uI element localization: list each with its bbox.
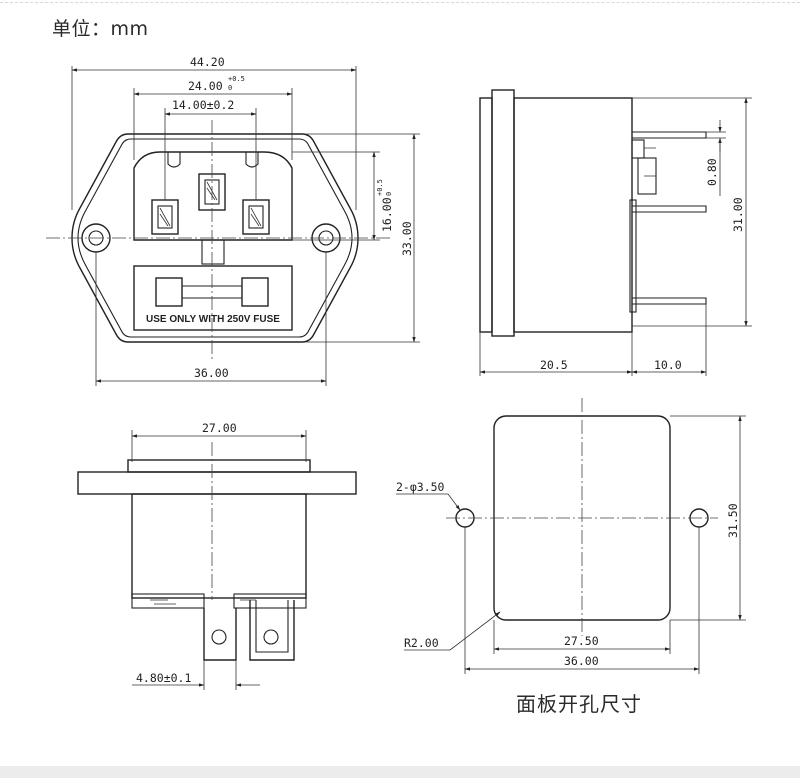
dim-inlet-height: 16.00 bbox=[380, 197, 394, 232]
dim-cutout-height: 31.50 bbox=[726, 503, 740, 538]
dim-cutout-holes: 2-φ3.50 bbox=[396, 480, 445, 494]
unit-label: 单位：mm bbox=[52, 18, 149, 40]
bottom-view: 27.00 4.80±0.1 bbox=[77, 421, 357, 690]
side-terminal-bottom bbox=[632, 297, 707, 305]
bottom-body bbox=[131, 493, 307, 599]
dim-cutout-opening-width: 27.50 bbox=[564, 634, 599, 648]
dim-bottom-body-width: 27.00 bbox=[202, 421, 237, 435]
dim-body-width: 36.00 bbox=[194, 366, 229, 380]
fuse-label: USE ONLY WITH 250V FUSE bbox=[146, 314, 280, 325]
front-view: USE ONLY WITH 250V FUSE 44.20 24.00 +0.5… bbox=[46, 55, 420, 386]
bottom-terminal-left bbox=[203, 608, 237, 661]
dim-pin-spacing: 14.00±0.2 bbox=[172, 98, 234, 112]
dim-cutout-hole-spacing: 36.00 bbox=[564, 654, 599, 668]
front-flange-outline bbox=[71, 133, 359, 343]
dim-body-depth: 20.5 bbox=[540, 358, 568, 372]
svg-text:+0.5: +0.5 bbox=[228, 75, 245, 83]
dim-side-height: 31.00 bbox=[731, 197, 745, 232]
dim-terminal-width: 4.80±0.1 bbox=[136, 671, 191, 685]
inlet-pin-right bbox=[242, 199, 270, 235]
inlet-pin-left bbox=[151, 199, 179, 235]
top-divider bbox=[0, 2, 800, 3]
svg-text:+0.5: +0.5 bbox=[376, 179, 384, 196]
bottom-band bbox=[0, 766, 800, 778]
side-view: 0.80 31.00 20.5 10.0 bbox=[479, 89, 752, 376]
side-flange bbox=[491, 89, 515, 337]
panel-cutout-caption: 面板开孔尺寸 bbox=[516, 692, 642, 716]
side-body bbox=[513, 97, 633, 333]
svg-text:0: 0 bbox=[228, 84, 232, 92]
panel-cutout: 2-φ3.50 31.50 R2.00 27.50 36.00 bbox=[396, 398, 746, 674]
bottom-flange bbox=[77, 471, 357, 495]
fuse-drawer bbox=[133, 265, 293, 331]
bottom-terminal-right bbox=[249, 600, 295, 661]
dim-terminal-thickness: 0.80 bbox=[705, 158, 719, 186]
side-terminal-mid bbox=[632, 205, 707, 213]
dim-inlet-width: 24.00 bbox=[188, 79, 223, 93]
dim-terminal-length: 10.0 bbox=[654, 358, 682, 372]
dim-body-height: 33.00 bbox=[400, 221, 414, 256]
side-terminal-top bbox=[632, 131, 707, 139]
dim-overall-width: 44.20 bbox=[190, 55, 225, 69]
dim-cutout-radius: R2.00 bbox=[404, 636, 439, 650]
page-panel bbox=[10, 0, 790, 766]
svg-text:0: 0 bbox=[385, 192, 393, 196]
